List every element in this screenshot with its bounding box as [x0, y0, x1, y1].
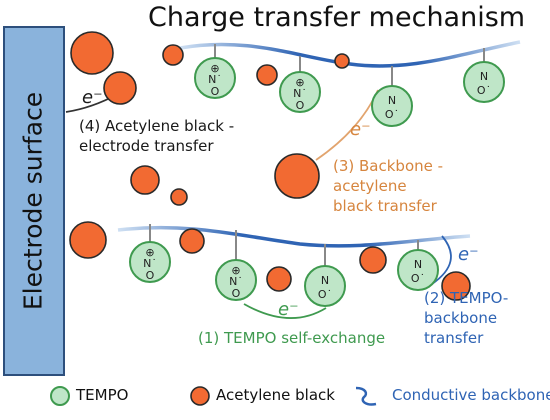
svg-text:O: O [211, 85, 220, 98]
svg-text:N: N [414, 258, 422, 271]
pendant-links-upper [214, 44, 485, 86]
electron-4: e⁻ [82, 87, 103, 108]
electron-path-1 [243, 303, 327, 319]
tempo-units [129, 57, 505, 307]
diagram-title: Charge transfer mechanism [148, 2, 526, 33]
electron-path-2 [431, 235, 452, 285]
step1-label: (1) TEMPO self-exchange [198, 329, 386, 347]
svg-text:⊕: ⊕ [231, 264, 240, 277]
legend-tempo-label: TEMPO [76, 386, 129, 404]
step2-label-line1: (2) TEMPO- [424, 289, 509, 307]
tempo-oxidized [194, 57, 236, 99]
acetylene-particle [256, 64, 278, 86]
acetylene-particle [334, 53, 350, 69]
tempo-glyphs: ⊕ N˙ O ⊕ N˙ O N O˙ N O˙ ⊕ N˙ O ⊕ N˙ O N … [143, 62, 491, 301]
acetylene-particle [162, 44, 184, 66]
tempo-oxidized [215, 259, 257, 301]
acetylene-black-particles [69, 31, 471, 301]
legend-acetylene-swatch [190, 386, 210, 406]
svg-text:N˙: N˙ [229, 275, 243, 288]
svg-text:⊕: ⊕ [210, 62, 219, 75]
acetylene-particle [179, 228, 205, 254]
step4-label-line2: electrode transfer [79, 137, 214, 155]
step2-label-line3: transfer [424, 329, 484, 347]
conductive-backbone-upper [179, 40, 521, 68]
conductive-backbone-lower [117, 225, 471, 248]
acetylene-particle [274, 153, 320, 199]
svg-text:O˙: O˙ [411, 272, 425, 285]
svg-text:⊕: ⊕ [295, 76, 304, 89]
acetylene-particle [266, 266, 292, 292]
svg-text:N: N [480, 70, 488, 83]
electrode-surface [3, 26, 65, 376]
svg-text:O˙: O˙ [318, 288, 332, 301]
acetylene-particle [103, 71, 137, 105]
svg-text:N: N [321, 274, 329, 287]
tempo-neutral [397, 249, 439, 291]
acetylene-particle [359, 246, 387, 274]
electron-1: e⁻ [278, 299, 299, 320]
tempo-oxidized [129, 241, 171, 283]
legend-acetylene-label: Acetylene black [216, 386, 335, 404]
electron-3: e⁻ [350, 119, 371, 140]
svg-text:N: N [388, 94, 396, 107]
svg-text:N˙: N˙ [293, 87, 307, 100]
svg-text:⊕: ⊕ [145, 246, 154, 259]
acetylene-particle [170, 188, 188, 206]
electrode-label: Electrode surface [18, 91, 48, 311]
tempo-oxidized [279, 71, 321, 113]
tempo-neutral [371, 85, 413, 127]
step3-label-line3: black transfer [333, 197, 437, 215]
svg-text:O: O [232, 287, 241, 300]
acetylene-particle [70, 31, 114, 75]
step2-label-line2: backbone [424, 309, 498, 327]
svg-text:N˙: N˙ [208, 73, 222, 86]
tempo-neutral [463, 61, 505, 103]
electron-2: e⁻ [458, 244, 479, 265]
legend-tempo-swatch [50, 386, 70, 406]
svg-text:O: O [146, 269, 155, 282]
acetylene-particle [69, 221, 107, 259]
svg-text:O: O [296, 99, 305, 112]
step3-label-line2: acetylene [333, 177, 407, 195]
legend-backbone-swatch [355, 386, 377, 406]
pendant-links-lower [149, 224, 419, 266]
legend-backbone-label: Conductive backbone [392, 386, 550, 404]
svg-text:O˙: O˙ [385, 108, 399, 121]
tempo-neutral [304, 265, 346, 307]
acetylene-particle [130, 165, 160, 195]
svg-text:N˙: N˙ [143, 257, 157, 270]
svg-text:O˙: O˙ [477, 84, 491, 97]
acetylene-particle [441, 271, 471, 301]
step4-label-line1: (4) Acetylene black - [79, 117, 235, 135]
step3-label-line1: (3) Backbone - [333, 157, 444, 175]
